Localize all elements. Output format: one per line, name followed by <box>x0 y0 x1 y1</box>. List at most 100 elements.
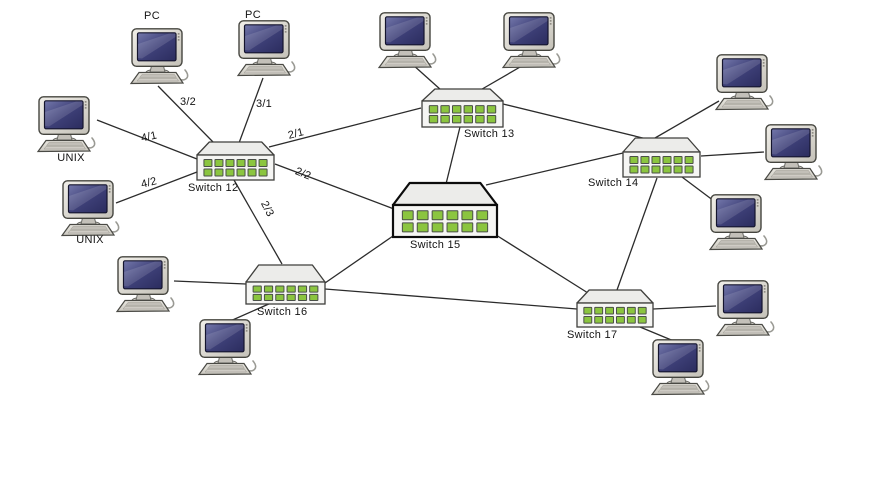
computer-glyph <box>710 195 767 250</box>
switch-port <box>428 105 439 114</box>
network-link-sw14-pc6 <box>700 151 765 157</box>
switch-port <box>461 210 474 221</box>
switch-12-icon[interactable] <box>195 140 276 182</box>
computer-label-unix-2: UNIX <box>76 234 104 246</box>
switch-port <box>629 156 639 164</box>
network-link-sw14-sw17 <box>616 177 658 291</box>
switch-port <box>247 159 257 167</box>
switch-port <box>297 285 308 293</box>
switch-top-face <box>391 181 499 207</box>
switch-port <box>583 306 593 315</box>
pc-icon-pc-8[interactable] <box>112 256 176 314</box>
network-link-sw13-sw14 <box>502 103 652 141</box>
switch-port <box>637 315 647 324</box>
computer-glyph <box>765 125 822 180</box>
switch-port <box>416 222 429 233</box>
switch-port <box>275 293 285 301</box>
switch-port <box>637 306 647 315</box>
pc-icon-pc-2[interactable] <box>233 20 297 78</box>
port-label-sw12-sw13: 2/1 <box>286 126 306 142</box>
switch-port <box>440 115 450 124</box>
switch-14-icon[interactable] <box>621 136 702 179</box>
network-link-sw15-sw14 <box>485 152 624 186</box>
switch-port <box>252 293 262 301</box>
switch-port <box>476 210 489 221</box>
pc-icon-pc-3[interactable] <box>374 12 438 70</box>
computer-glyph <box>199 320 256 375</box>
computer-glyph <box>716 55 773 110</box>
switch-port <box>309 285 319 293</box>
network-link-sw12-sw15 <box>274 163 395 210</box>
network-link-sw12-sw16 <box>233 179 283 265</box>
switch-port <box>297 293 308 301</box>
switch-13-icon[interactable] <box>420 87 505 129</box>
unix-workstation-icon-unix-2[interactable] <box>57 180 121 238</box>
switch-port <box>461 222 474 233</box>
pc-icon-pc-7[interactable] <box>705 194 769 252</box>
computer-glyph <box>117 257 174 312</box>
switch-port <box>629 165 639 174</box>
pc-icon-pc-6[interactable] <box>760 124 824 182</box>
network-link-sw15-sw16 <box>324 235 394 284</box>
network-link-pc2-sw12 <box>238 77 264 144</box>
switch-16-icon[interactable] <box>244 263 327 306</box>
network-link-unix1-sw12 <box>96 119 198 160</box>
switch-port <box>446 222 459 233</box>
switch-port <box>651 156 661 164</box>
switch-port <box>615 306 625 315</box>
switch-port <box>662 156 672 164</box>
pc-icon-pc-9[interactable] <box>194 319 258 377</box>
port-label-sw12-sw16: 2/3 <box>258 199 276 219</box>
switch-port <box>203 159 213 167</box>
switch-port <box>684 165 694 174</box>
switch-port <box>416 210 429 221</box>
switch-port <box>463 105 474 114</box>
switch-17-icon[interactable] <box>575 288 655 329</box>
switch-port <box>275 285 285 293</box>
switch-12-label: Switch 12 <box>188 182 239 194</box>
computer-glyph <box>131 29 188 84</box>
network-link-sw13-sw15 <box>445 126 461 185</box>
switch-13-label: Switch 13 <box>464 128 515 140</box>
unix-workstation-icon-unix-1[interactable] <box>33 96 97 154</box>
switch-port <box>286 293 296 301</box>
computer-label-unix-1: UNIX <box>57 152 85 164</box>
switch-port <box>431 222 444 233</box>
switch-port <box>451 115 462 124</box>
switch-port <box>583 315 593 324</box>
switch-port <box>225 168 235 177</box>
pc-icon-pc-10[interactable] <box>712 280 776 338</box>
network-link-sw16-pc8 <box>173 280 247 285</box>
switch-port <box>662 165 672 174</box>
switch-port <box>475 115 485 124</box>
network-link-sw14-pc7 <box>681 176 715 202</box>
network-link-sw16-pc9 <box>227 302 272 323</box>
pc-icon-pc-5[interactable] <box>711 54 775 112</box>
switch-14-label: Switch 14 <box>588 177 639 189</box>
switch-port <box>440 105 450 114</box>
switch-port <box>258 168 268 177</box>
switch-top-face <box>245 264 326 283</box>
switch-port <box>615 315 625 324</box>
switch-port <box>673 165 683 174</box>
port-label-unix2-sw12: 4/2 <box>139 175 159 191</box>
switch-port <box>431 210 444 221</box>
network-link-unix2-sw12 <box>115 171 198 204</box>
switch-port <box>401 210 414 221</box>
switch-port <box>626 315 636 324</box>
switch-15-icon[interactable] <box>391 181 499 239</box>
switch-top-face <box>421 88 504 102</box>
switch-port <box>236 159 246 167</box>
pc-icon-pc-1[interactable] <box>126 28 190 86</box>
port-label-unix1-sw12: 4/1 <box>139 129 159 145</box>
pc-icon-pc-11[interactable] <box>647 339 711 397</box>
network-link-sw14-pc5 <box>654 100 720 139</box>
pc-icon-pc-4[interactable] <box>498 12 562 70</box>
network-link-sw12-sw13 <box>268 107 422 148</box>
switch-port <box>605 306 615 315</box>
switch-port <box>214 159 224 167</box>
switch-port <box>605 315 615 324</box>
switch-port <box>446 210 459 221</box>
